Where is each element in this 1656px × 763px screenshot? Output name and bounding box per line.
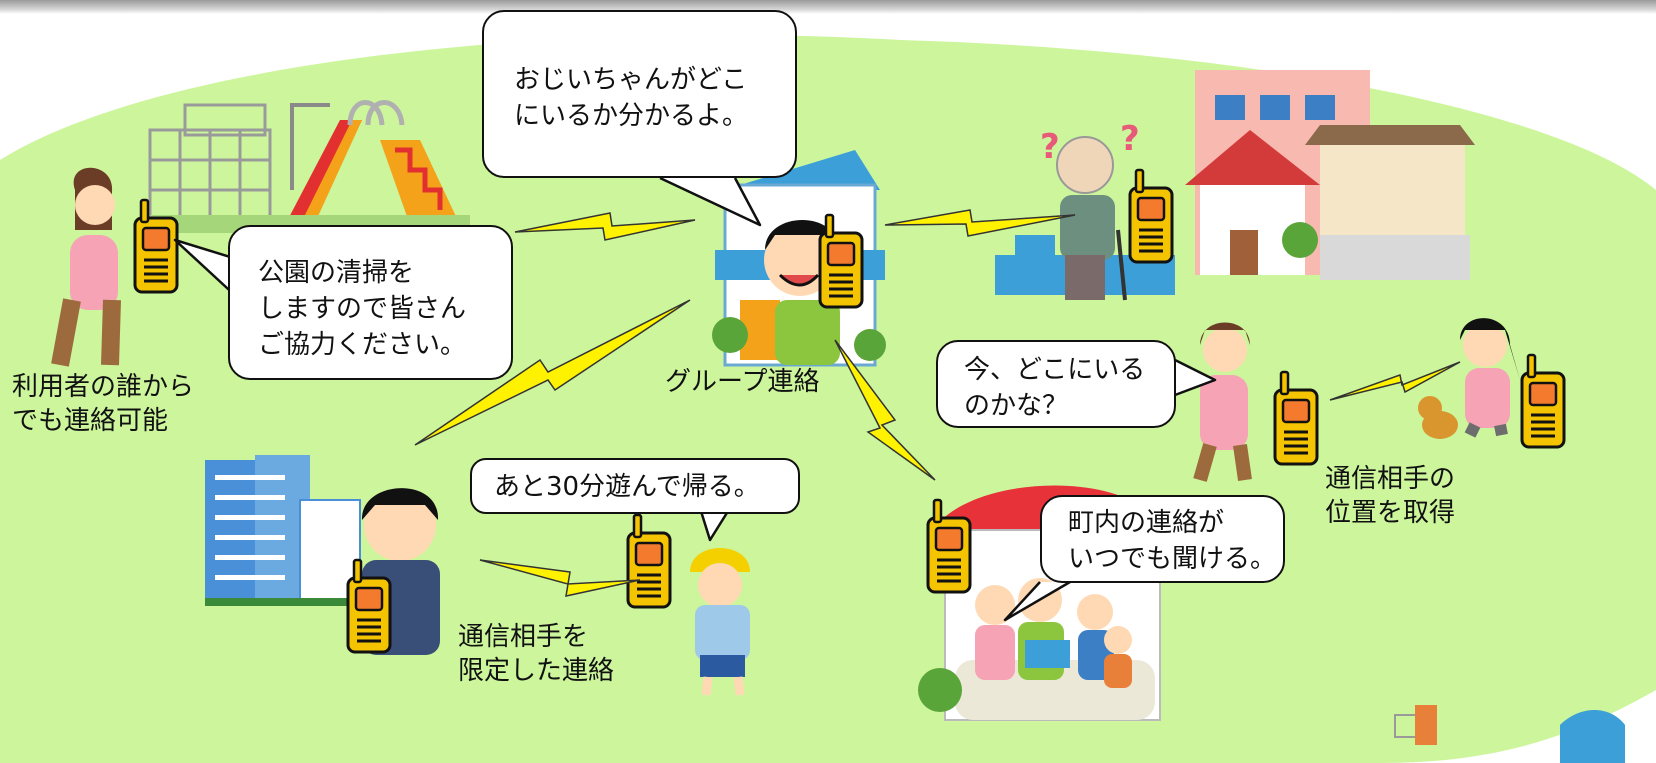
lightning-bolt-icon (479, 559, 641, 597)
grandpa-illustration: ? ? (995, 119, 1175, 301)
lightning-bolt-icon (1329, 361, 1461, 401)
speech-bubble-child: あと30分遊んで帰る。 (470, 458, 800, 514)
speech-bubble-where: 今、どこにいる のかな？ (936, 340, 1176, 428)
caption-line: でも連絡可能 (12, 406, 169, 436)
caption-position: 通信相手の 位置を取得 (1325, 462, 1455, 530)
bubble-line: しますので皆さん (258, 294, 467, 324)
bubble-tail-grandpa (659, 176, 762, 227)
caption-group: グループ連絡 (665, 365, 819, 399)
bubble-tail-park (173, 238, 241, 301)
bubble-line: にいるか分かるよ。 (514, 101, 749, 131)
lightning-bolts (414, 209, 1461, 597)
bubble-line: おじいちゃんがどこ (514, 65, 748, 95)
bubble-tail-where (1174, 358, 1217, 397)
caption-line: グループ連絡 (665, 367, 820, 397)
bubble-tail-town (1003, 580, 1071, 622)
caption-line: 位置を取得 (1325, 498, 1456, 528)
woman-with-dog-illustration (1418, 318, 1520, 439)
bubble-line: 公園の清掃を (258, 258, 415, 288)
caption-anyone: 利用者の誰から でも連絡可能 (12, 370, 194, 438)
woman-right-illustration (1193, 322, 1252, 482)
speech-bubble-park: 公園の清掃を しますので皆さん ご協力ください。 (228, 225, 513, 380)
bubble-line: あと30分遊んで帰る。 (494, 472, 760, 502)
lightning-bolt-icon (834, 339, 936, 481)
bubble-line: いつでも聞ける。 (1068, 544, 1277, 574)
woman-left-illustration (51, 167, 121, 367)
caption-line: 限定した連絡 (458, 656, 615, 686)
bubble-line: のかな？ (964, 391, 1069, 421)
caption-line: 通信相手の (1325, 464, 1456, 494)
child-illustration (690, 548, 750, 696)
slide-illustration (150, 100, 470, 233)
corner-decoration (1394, 705, 1625, 763)
office-building-illustration (205, 455, 365, 606)
lightning-bolt-icon (884, 209, 1076, 237)
caption-limited: 通信相手を 限定した連絡 (458, 620, 614, 688)
bubble-line: 町内の連絡が (1068, 508, 1225, 538)
houses-illustration (1185, 70, 1475, 280)
lightning-bolt-icon (414, 299, 691, 446)
top-shadow-bar (0, 0, 1656, 14)
caption-line: 通信相手を (458, 622, 589, 652)
bubble-line: ご協力ください。 (258, 330, 467, 360)
speech-bubble-town: 町内の連絡が いつでも聞ける。 (1040, 495, 1285, 583)
speech-bubble-grandpa: おじいちゃんがどこ にいるか分かるよ。 (482, 10, 797, 178)
bubble-tail-child (698, 507, 732, 542)
lightning-bolt-icon (514, 212, 696, 241)
caption-line: 利用者の誰から (12, 372, 195, 402)
question-mark-icon: ? (1120, 119, 1140, 159)
question-mark-icon: ? (1040, 127, 1060, 167)
bubble-line: 今、どこにいる (964, 355, 1146, 385)
